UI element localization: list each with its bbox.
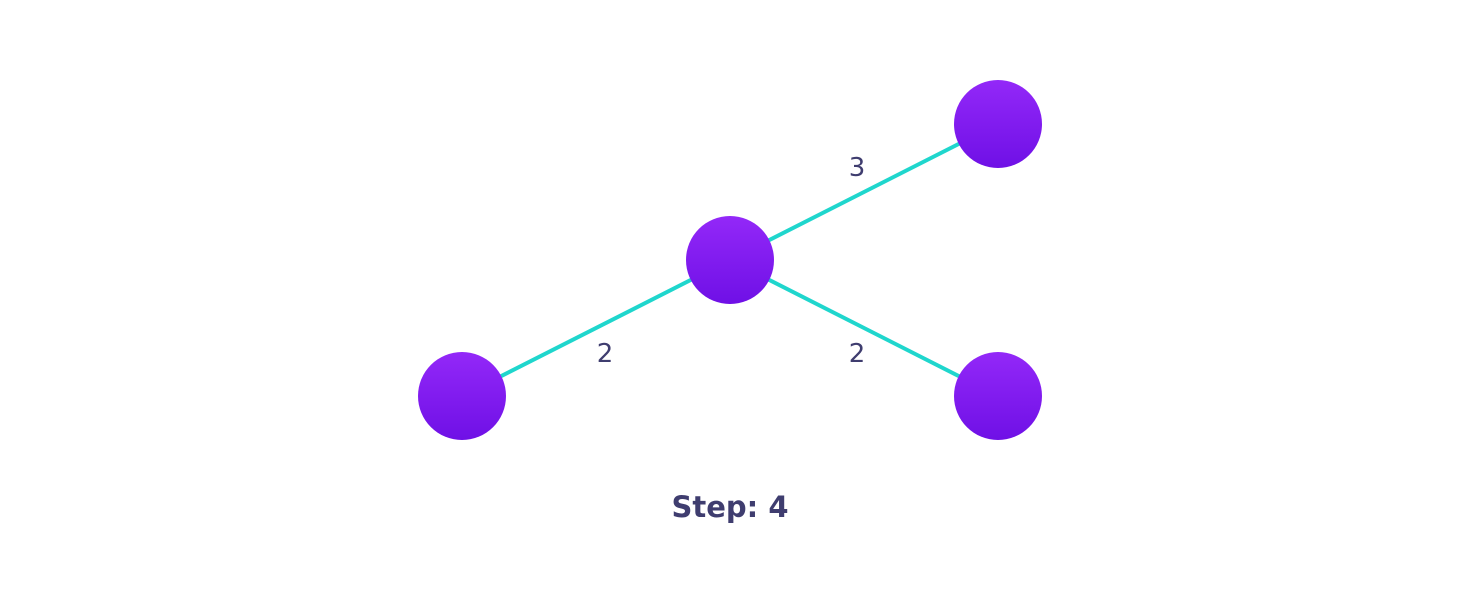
node-bottom-left: [418, 352, 506, 440]
edge-center-bottom-right: [729, 258, 999, 398]
edge-weight-label: 2: [597, 339, 614, 369]
edge-weight-label: 2: [849, 339, 866, 369]
step-counter: Step: 4: [671, 490, 789, 524]
node-top-right: [954, 80, 1042, 168]
node-bottom-right: [954, 352, 1042, 440]
edge-center-top-right: [729, 122, 999, 262]
edge-weight-label: 3: [849, 153, 866, 183]
node-center: [686, 216, 774, 304]
edge-center-bottom-left: [461, 258, 731, 398]
